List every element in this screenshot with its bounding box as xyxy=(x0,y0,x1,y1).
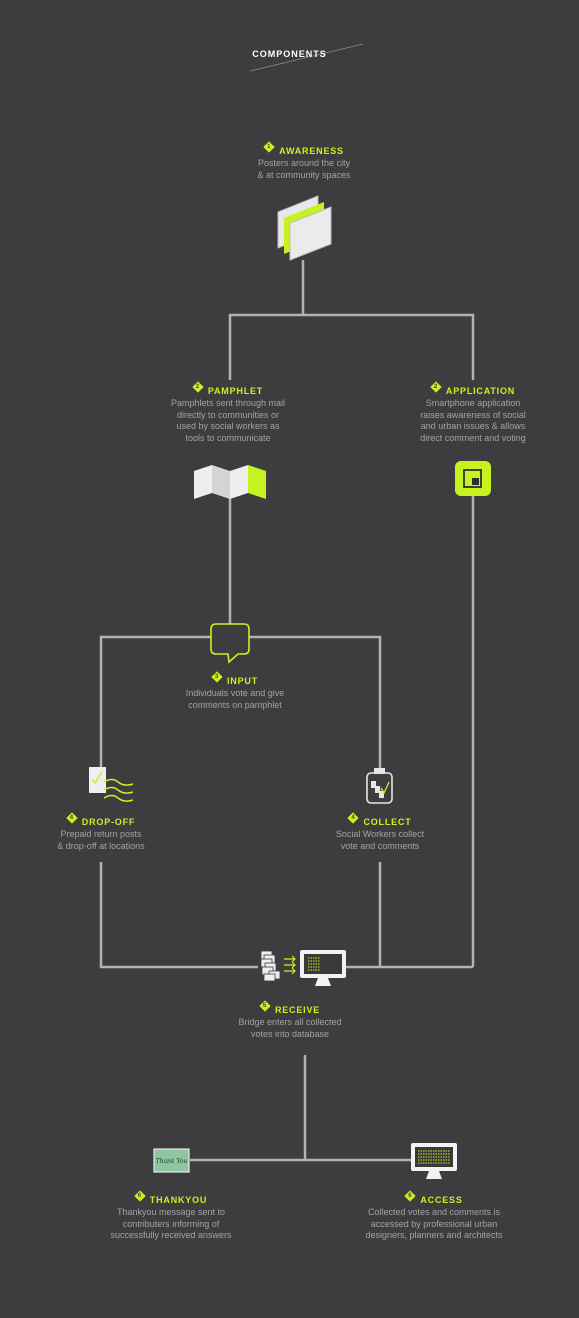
thank-you-card-text: Thank You xyxy=(156,1158,188,1165)
step-number-badge: 2 xyxy=(193,382,203,392)
application-title: APPLICATION xyxy=(445,386,516,396)
step-number: 1 xyxy=(267,144,272,150)
awareness-title: AWARENESS xyxy=(279,146,344,156)
access-description: Collected votes and comments is accessed… xyxy=(365,1207,503,1240)
pamphlet-title-row: 2 PAMPHLET xyxy=(130,382,326,397)
dropoff-title-row: 4 DROP-OFF xyxy=(11,813,191,828)
clipboard-icon xyxy=(366,768,393,804)
step-number-badge: 4 xyxy=(67,813,77,823)
step-number: 4 xyxy=(351,815,356,821)
collect-title-row: 4 COLLECT xyxy=(290,813,470,828)
pamphlet-description: Pamphlets sent through mail directly to … xyxy=(170,398,286,443)
step-number-badge: 6 xyxy=(135,1191,145,1201)
application-node: 2 APPLICATION Smartphone application rai… xyxy=(375,382,571,444)
receive-node: 5 RECEIVE Bridge enters all collected vo… xyxy=(202,1001,378,1040)
pamphlet-title: PAMPHLET xyxy=(207,386,264,396)
paper-stack-icon xyxy=(260,950,281,982)
step-number: 2 xyxy=(195,384,200,390)
thankyou-node: 6 THANKYOU Thankyou message sent to cont… xyxy=(66,1191,276,1242)
step-number-badge: 5 xyxy=(260,1001,270,1011)
step-number-badge: 3 xyxy=(212,672,222,682)
step-number: 6 xyxy=(408,1193,413,1199)
awareness-node: 1 AWARENESS Posters around the city & at… xyxy=(204,142,404,181)
page-title: COMPONENTS xyxy=(252,49,327,59)
application-description: Smartphone application raises awareness … xyxy=(420,398,526,443)
receive-title-row: 5 RECEIVE xyxy=(202,1001,378,1016)
app-icon xyxy=(455,461,491,496)
dropoff-node: 4 DROP-OFF Prepaid return posts & drop-o… xyxy=(11,813,191,852)
speech-bubble-icon xyxy=(210,623,250,664)
folded-map-icon xyxy=(194,465,266,499)
application-title-row: 2 APPLICATION xyxy=(375,382,571,397)
connector-branch-top xyxy=(228,313,475,380)
computer-icon xyxy=(300,950,346,986)
step-number: 3 xyxy=(214,674,220,680)
collect-title: COLLECT xyxy=(363,817,412,827)
step-number-badge: 4 xyxy=(348,813,358,823)
mail-send-icon xyxy=(89,767,134,802)
header-rule xyxy=(249,43,364,72)
awareness-title-row: 1 AWARENESS xyxy=(204,142,404,157)
receive-description: Bridge enters all collected votes into d… xyxy=(238,1017,342,1039)
monitor-icon xyxy=(411,1143,457,1179)
connector-dropoff-receive xyxy=(99,862,258,969)
step-number: 5 xyxy=(262,1003,267,1009)
thank-you-card-icon: Thank You xyxy=(153,1148,190,1173)
pamphlet-node: 2 PAMPHLET Pamphlets sent through mail d… xyxy=(130,382,326,444)
connector-input-collect xyxy=(248,635,382,768)
dropoff-description: Prepaid return posts & drop-off at locat… xyxy=(57,829,145,851)
thankyou-title-row: 6 THANKYOU xyxy=(66,1191,276,1206)
step-number: 6 xyxy=(137,1193,142,1199)
poster-stack-icon xyxy=(277,195,332,261)
dropoff-title: DROP-OFF xyxy=(81,817,136,827)
input-description: Individuals vote and give comments on pa… xyxy=(185,688,285,710)
thankyou-description: Thankyou message sent to contributers in… xyxy=(110,1207,232,1240)
step-number: 2 xyxy=(433,384,438,390)
access-title-row: 6 ACCESS xyxy=(324,1191,544,1206)
step-number-badge: 1 xyxy=(264,142,274,152)
step-number-badge: 6 xyxy=(405,1191,415,1201)
input-title-row: 3 INPUT xyxy=(135,672,335,687)
access-node: 6 ACCESS Collected votes and comments is… xyxy=(324,1191,544,1242)
receive-title: RECEIVE xyxy=(274,1005,321,1015)
arrows-icon xyxy=(284,955,296,975)
thankyou-title: THANKYOU xyxy=(149,1195,208,1205)
step-number-badge: 2 xyxy=(431,382,441,392)
collect-node: 4 COLLECT Social Workers collect vote an… xyxy=(290,813,470,852)
access-title: ACCESS xyxy=(420,1195,463,1205)
connectors xyxy=(99,260,475,1162)
step-number: 4 xyxy=(69,815,74,821)
input-title: INPUT xyxy=(227,676,258,686)
connector-input-dropoff xyxy=(99,635,212,768)
input-node: 3 INPUT Individuals vote and give commen… xyxy=(135,672,335,711)
collect-description: Social Workers collect vote and comments xyxy=(335,829,425,851)
awareness-description: Posters around the city & at community s… xyxy=(257,158,351,180)
